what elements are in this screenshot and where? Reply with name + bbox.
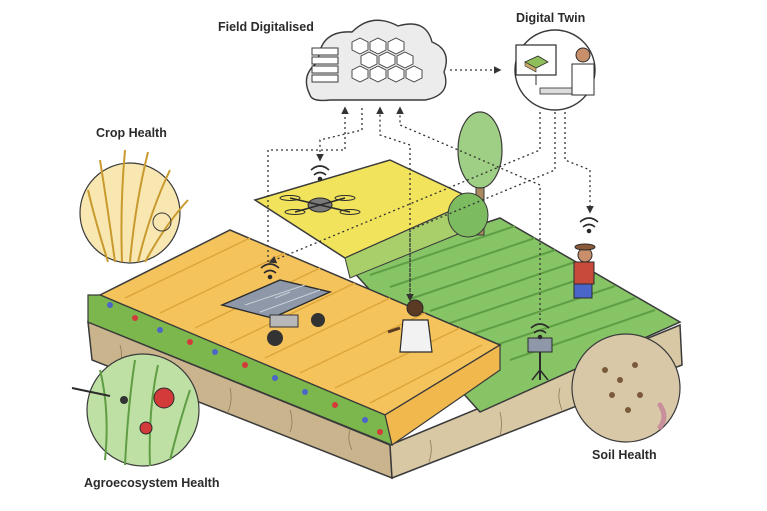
crop-health-circle (79, 149, 189, 264)
wifi-icon (260, 263, 280, 280)
label-digital-twin: Digital Twin (516, 11, 586, 25)
cloud-icon (305, 19, 447, 102)
wifi-icon (310, 165, 330, 182)
sensor-icon (527, 337, 553, 381)
robot-icon (219, 279, 333, 346)
tree-icon (447, 111, 503, 238)
server-icon (311, 47, 339, 83)
agroecosystem-health-circle (71, 353, 200, 467)
farmer-icon (573, 243, 596, 299)
label-field-digitalised: Field Digitalised (218, 20, 314, 34)
computer-icon (514, 29, 596, 111)
label-soil-health: Soil Health (592, 448, 657, 462)
label-agroecosystem-health: Agroecosystem Health (84, 476, 220, 490)
drone-icon (279, 195, 361, 215)
wifi-icon (579, 217, 599, 234)
label-crop-health: Crop Health (96, 126, 167, 140)
farmer-icon (387, 299, 433, 353)
data-flow-arrows (267, 66, 594, 320)
wifi-icon (530, 323, 550, 340)
flower-strip (87, 294, 393, 446)
soil-health-circle (571, 333, 681, 443)
